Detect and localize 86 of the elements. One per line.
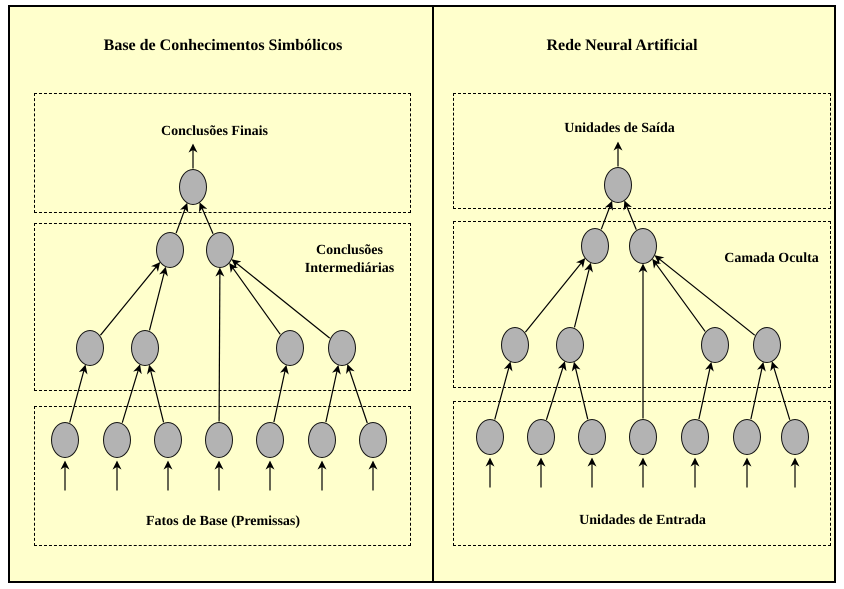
- neuron-oval: [753, 327, 781, 363]
- arrow: [742, 458, 752, 488]
- neuron-oval: [604, 167, 632, 203]
- arrow: [215, 268, 224, 422]
- arrow: [318, 460, 326, 490]
- arrow: [60, 460, 70, 490]
- arrow: [614, 142, 622, 166]
- layer-box: [34, 222, 410, 390]
- arrow: [690, 458, 700, 488]
- arrow: [572, 362, 588, 420]
- arrow: [638, 264, 648, 418]
- neuron-oval: [131, 330, 159, 366]
- arrow: [536, 458, 546, 488]
- arrow: [698, 362, 714, 420]
- neuron-oval: [179, 169, 207, 205]
- arrow: [266, 460, 274, 490]
- arrow: [176, 202, 188, 234]
- neuron-oval: [578, 419, 606, 455]
- neuron-oval: [556, 327, 584, 363]
- neuron-oval: [205, 422, 233, 458]
- neuron-oval: [154, 422, 182, 458]
- arrow: [199, 202, 214, 234]
- arrow: [600, 200, 614, 230]
- arrow: [346, 364, 368, 424]
- neuron-oval: [681, 419, 709, 455]
- panel-title: Base de Conhecimentos Simbólicos: [102, 37, 344, 55]
- arrow: [164, 460, 172, 490]
- arrow: [148, 266, 168, 331]
- arrow: [652, 258, 706, 332]
- arrow: [588, 458, 596, 488]
- neuron-oval: [629, 228, 657, 264]
- neuron-oval: [629, 419, 657, 455]
- arrow: [574, 262, 593, 328]
- layer-box: [452, 400, 830, 546]
- arrow: [790, 458, 800, 488]
- neuron-oval: [733, 419, 761, 455]
- neuron-oval: [581, 228, 609, 264]
- arrow: [232, 259, 330, 339]
- layer-label: Fatos de Base (Premissas): [144, 512, 302, 530]
- arrow: [368, 460, 378, 490]
- neuron-oval: [156, 232, 184, 268]
- arrow: [229, 262, 281, 335]
- panel: [432, 5, 836, 583]
- arrow: [100, 262, 160, 336]
- neuron-oval: [206, 232, 234, 268]
- arrow: [188, 144, 198, 168]
- layer-box: [452, 220, 830, 388]
- arrow: [486, 458, 494, 488]
- arrow: [122, 364, 142, 423]
- layer-label: Conclusões Intermediárias: [304, 242, 396, 278]
- neuron-oval: [701, 327, 729, 363]
- neuron-oval: [51, 422, 79, 458]
- neuron-oval: [328, 330, 356, 366]
- layer-box: [34, 92, 410, 212]
- arrow: [69, 364, 88, 423]
- arrow: [273, 364, 289, 422]
- layer-box: [34, 406, 410, 546]
- neuron-oval: [359, 422, 387, 458]
- neuron-oval: [256, 422, 284, 458]
- neuron-oval: [781, 419, 809, 455]
- neuron-oval: [76, 330, 104, 366]
- neuron-oval: [501, 327, 529, 363]
- neuron-oval: [103, 422, 131, 458]
- layer-label: Conclusões Finais: [160, 122, 269, 140]
- neuron-oval: [527, 419, 555, 455]
- arrow: [546, 361, 566, 420]
- layer-label: Unidades de Saída: [563, 120, 676, 138]
- arrow: [147, 364, 164, 423]
- arrow: [112, 460, 122, 490]
- neuron-oval: [276, 330, 304, 366]
- panel-title: Rede Neural Artificial: [545, 37, 699, 55]
- layer-label: Unidades de Entrada: [578, 512, 707, 530]
- arrow: [654, 255, 756, 336]
- arrow: [624, 200, 637, 230]
- arrow: [750, 362, 766, 420]
- layer-box: [452, 92, 830, 208]
- arrow: [494, 362, 512, 420]
- arrow: [524, 258, 586, 332]
- arrow: [325, 364, 341, 422]
- arrow: [770, 361, 790, 420]
- layer-label: Camada Oculta: [723, 250, 820, 268]
- neuron-oval: [308, 422, 336, 458]
- neuron-oval: [476, 419, 504, 455]
- arrow: [638, 458, 648, 488]
- panel: [8, 5, 434, 583]
- arrow: [214, 460, 224, 490]
